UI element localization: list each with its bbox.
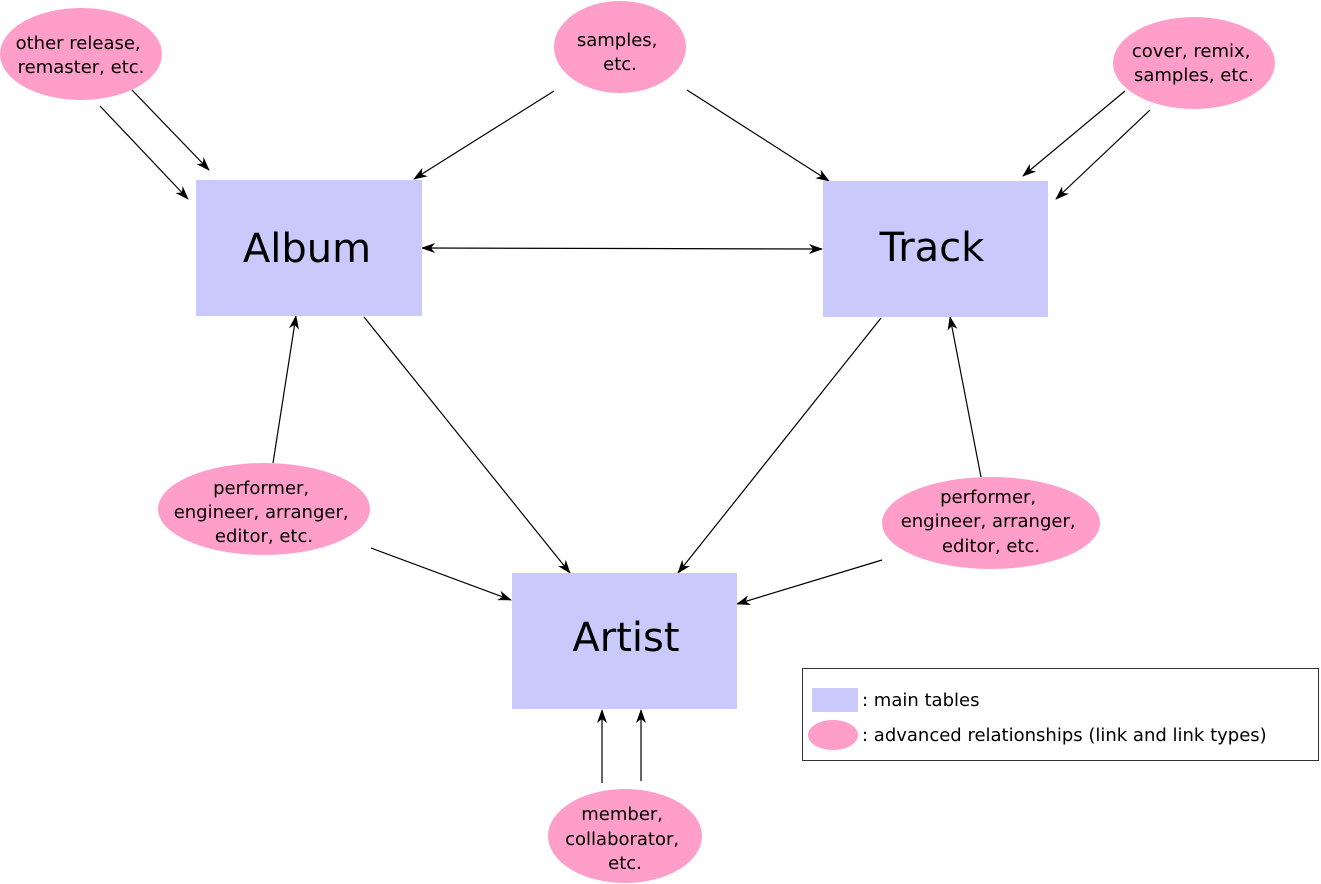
legend-row-main-tables: : main tables — [803, 688, 979, 712]
album-box — [196, 180, 422, 316]
relationship-line: cover, remix, — [1132, 41, 1250, 62]
album-node: Album — [196, 180, 422, 316]
relationship-ellipse — [548, 789, 702, 883]
relationship-line: samples, — [577, 30, 658, 51]
svg-text:member, collaborator,: member, collaborator, etc. — [565, 804, 685, 874]
relationship-line: performer, — [940, 487, 1036, 508]
relationship-artist-artist: member, collaborator, etc. — [548, 789, 702, 883]
svg-text:other release, remaste: other release, remaster, etc. — [16, 33, 147, 78]
edge-perf-right-artist — [736, 559, 883, 606]
edge-track-track-1 — [1022, 90, 1126, 177]
relationship-samples: samples, etc. — [554, 1, 686, 93]
track-box — [823, 181, 1048, 317]
relationship-line: member, — [581, 804, 663, 825]
svg-text:samples, etc.: samples, etc. — [577, 30, 663, 75]
relationship-track-artist: performer, engineer, arranger, editor, e… — [882, 477, 1100, 569]
relationship-line: remaster, etc. — [18, 57, 145, 78]
legend-row-advanced-relationships: : advanced relationships (link and link … — [803, 720, 1267, 750]
relationship-ellipse — [554, 1, 686, 93]
relationship-line: engineer, arranger, — [174, 502, 349, 523]
relationship-line: performer, — [213, 478, 309, 499]
edge-album-album-1 — [99, 105, 189, 200]
edge-album-artist — [363, 316, 571, 574]
edge-track-artist — [677, 317, 882, 574]
artist-box — [512, 573, 737, 709]
svg-text:cover, remix, samples,: cover, remix, samples, etc. — [1132, 41, 1256, 86]
edge-track-track-2 — [1055, 109, 1151, 200]
relationship-album-artist: performer, engineer, arranger, editor, e… — [158, 463, 370, 555]
artist-node: Artist — [512, 573, 737, 709]
track-label: Track — [879, 225, 986, 271]
edge-perf-right-track — [947, 316, 982, 478]
relationship-ellipse — [0, 8, 162, 100]
album-label: Album — [243, 226, 371, 272]
relationship-track-track: cover, remix, samples, etc. — [1113, 17, 1275, 109]
relationship-line: etc. — [603, 54, 637, 75]
relationship-line: other release, — [16, 33, 141, 54]
edge-album-album-2 — [131, 89, 210, 171]
relationship-album-album: other release, remaster, etc. — [0, 8, 162, 100]
legend-label-advanced-relationships: : advanced relationships (link and link … — [862, 724, 1267, 746]
edges — [99, 89, 1151, 783]
relationship-ellipse — [1113, 17, 1275, 109]
track-node: Track — [823, 181, 1048, 317]
relationship-ellipse — [882, 477, 1100, 569]
legend-swatch-main-table — [812, 688, 858, 712]
svg-text:performer, engineer, a: performer, engineer, arranger, editor, e… — [174, 478, 355, 547]
svg-text:performer, engineer, a: performer, engineer, arranger, editor, e… — [901, 487, 1082, 557]
relationship-ellipse — [158, 463, 370, 555]
relationship-line: samples, etc. — [1134, 65, 1254, 86]
relationship-line: collaborator, — [565, 829, 679, 850]
edge-samples-album — [413, 90, 555, 180]
edge-samples-track — [686, 89, 830, 182]
edge-album-track — [421, 243, 823, 254]
edge-perf-left-artist — [370, 547, 512, 601]
legend-swatch-relationship — [808, 720, 858, 750]
relationship-line: engineer, arranger, — [901, 511, 1076, 532]
artist-label: Artist — [572, 615, 679, 661]
relationship-line: etc. — [608, 853, 642, 874]
legend-label-main-tables: : main tables — [862, 689, 980, 711]
relationship-line: editor, etc. — [215, 526, 313, 547]
relationship-line: editor, etc. — [942, 536, 1040, 557]
legend: : main tables : advanced relationships (… — [802, 668, 1319, 761]
edge-perf-left-album — [272, 315, 299, 464]
